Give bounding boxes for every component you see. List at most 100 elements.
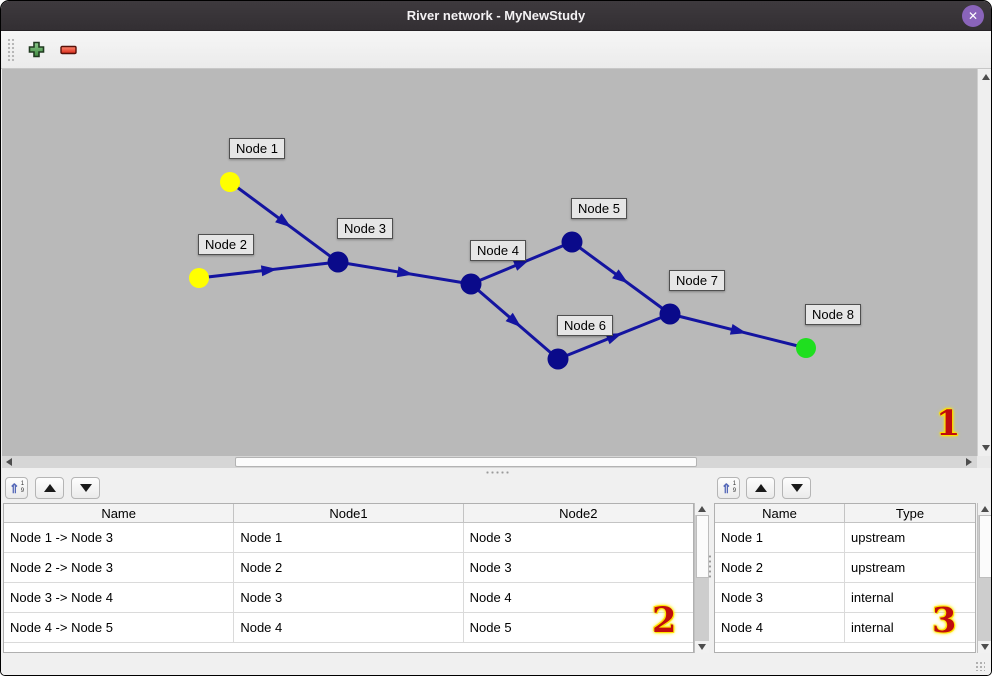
scroll-up-button[interactable] [695,503,709,515]
table-cell[interactable]: Node 4 -> Node 5 [4,613,235,642]
edges-table-scrollbar[interactable] [694,503,709,653]
node-label[interactable]: Node 3 [337,218,393,239]
down-arrow-icon [981,445,990,451]
scroll-down-button[interactable] [978,641,991,653]
scroll-left-button[interactable] [3,456,15,468]
scrollbar-thumb[interactable] [979,515,991,578]
header-cell[interactable]: Node2 [559,505,598,521]
header-cell[interactable]: Name [715,504,845,522]
remove-button[interactable] [55,37,81,63]
network-node[interactable] [460,273,482,295]
titlebar[interactable]: River network - MyNewStudy ✕ [1,1,991,31]
scroll-down-button[interactable] [695,641,709,653]
network-node[interactable] [189,268,209,288]
nodes-table-scrollbar[interactable] [977,503,991,653]
header-cell[interactable]: Name [4,504,235,522]
scrollbar-thumb[interactable] [696,515,709,578]
header-row: Name Type [715,504,975,523]
network-node[interactable] [547,348,569,370]
table-row[interactable]: Node 4 internal [715,613,975,643]
add-button[interactable] [23,37,49,63]
edge-arrow-icon [396,266,414,278]
up-triangle-icon [43,484,56,492]
table-cell[interactable]: Node 5 [469,620,512,635]
node-label[interactable]: Node 4 [470,240,526,261]
edge-arrow-icon [729,323,747,335]
table-cell[interactable]: Node 3 [469,530,512,545]
up-triangle-icon [754,484,767,492]
edge-arrow-icon [512,259,530,271]
table-row[interactable]: Node 1 upstream [715,523,975,553]
nodes-move-down-button[interactable] [782,477,811,499]
table-cell[interactable]: Node 2 [715,553,845,582]
table-cell[interactable]: Node 2 -> Node 3 [4,553,235,582]
scrollbar-thumb[interactable] [235,457,697,467]
canvas-hscrollbar[interactable] [2,456,977,468]
node-label[interactable]: Node 8 [805,304,861,325]
node-label[interactable]: Node 2 [198,234,254,255]
table-cell[interactable]: Node 3 [715,583,845,612]
table-cell[interactable]: internal [851,620,894,635]
table-cell[interactable]: upstream [851,530,906,545]
scroll-up-button[interactable] [978,71,991,83]
table-cell[interactable]: upstream [851,560,906,575]
table-cell[interactable]: Node 4 [234,613,464,642]
edge-arrow-icon [505,312,522,328]
plus-icon [28,41,44,58]
up-arrow-icon [981,506,989,512]
toolbar-drag-handle[interactable] [7,37,15,62]
panel-splitter-handle[interactable] [708,554,712,580]
network-node[interactable] [220,172,240,192]
canvas-vscrollbar[interactable] [977,69,991,456]
scroll-right-button[interactable] [963,456,975,468]
node-label[interactable]: Node 5 [571,198,627,219]
table-cell[interactable]: internal [851,590,894,605]
table-cell[interactable]: Node 4 [715,613,845,642]
left-arrow-icon [6,458,12,466]
network-node[interactable] [659,303,681,325]
edge-arrow-icon [612,269,629,284]
step-annotation: 3 [932,600,957,641]
splitter-handle[interactable] [1,468,991,476]
node-label[interactable]: Node 7 [669,270,725,291]
table-cell[interactable]: Node 1 [234,523,464,552]
status-bar [1,654,991,675]
table-cell[interactable]: Node 3 [469,560,512,575]
table-cell[interactable]: Node 1 [715,523,845,552]
network-node[interactable] [796,338,816,358]
edges-move-down-button[interactable] [71,477,100,499]
window-title: River network - MyNewStudy [406,8,586,23]
table-cell[interactable]: Node 3 [234,583,464,612]
nodes-move-up-button[interactable] [746,477,775,499]
node-label[interactable]: Node 6 [557,315,613,336]
up-arrow-icon [698,506,706,512]
node-label[interactable]: Node 1 [229,138,285,159]
network-canvas[interactable]: Node 1 Node 2 Node 3 Node 4 Node 5 Node 6 Node… [2,69,977,456]
table-cell[interactable]: Node 3 -> Node 4 [4,583,235,612]
header-cell[interactable]: Type [895,505,925,521]
resize-grip[interactable] [975,661,985,671]
table-row[interactable]: Node 3 internal [715,583,975,613]
down-arrow-icon [981,644,989,650]
table-cell[interactable]: Node 1 -> Node 3 [4,523,235,552]
right-arrow-icon [966,458,972,466]
network-node[interactable] [561,231,583,253]
table-row[interactable]: Node 2 upstream [715,553,975,583]
table-cell[interactable]: Node 4 [469,590,512,605]
network-graph [189,172,816,370]
close-button[interactable]: ✕ [962,5,984,27]
table-cell[interactable]: Node 2 [234,553,464,582]
network-node[interactable] [327,251,349,273]
header-cell[interactable]: Node1 [234,504,464,522]
scroll-up-button[interactable] [978,503,991,515]
scroll-down-button[interactable] [978,442,991,454]
edges-move-up-button[interactable] [35,477,64,499]
